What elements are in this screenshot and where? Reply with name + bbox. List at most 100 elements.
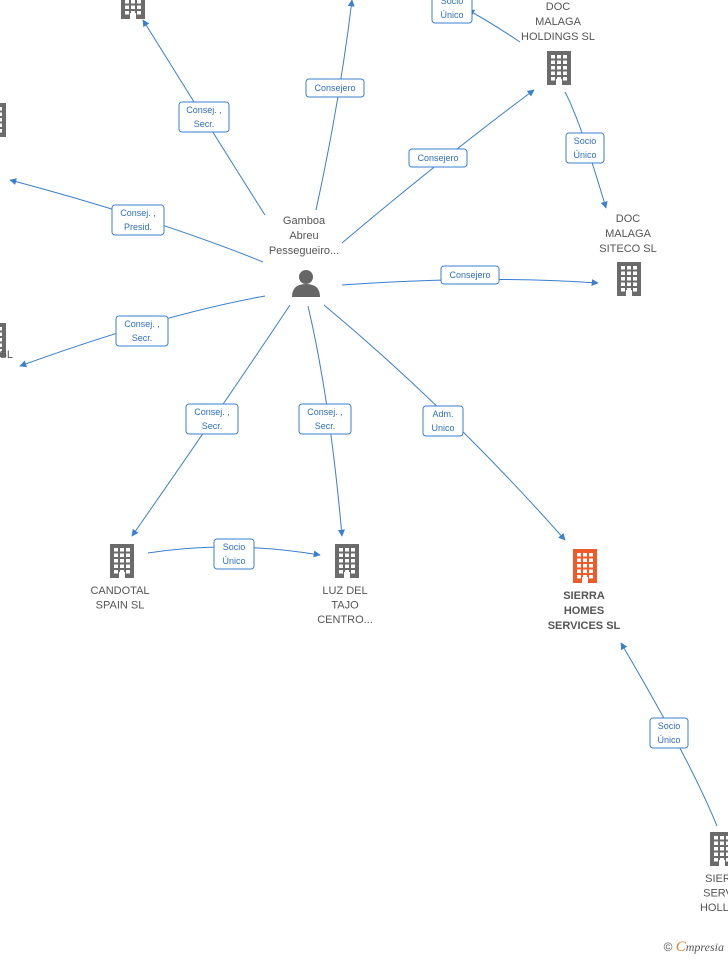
- edge-label-text: Consejero: [417, 153, 458, 163]
- edge-label-text: Adm.: [432, 409, 453, 419]
- edge-label-e1[interactable]: Consej. , Secr.: [178, 101, 230, 133]
- edge-label-text: Presid.: [124, 222, 152, 232]
- node-sierra_holland[interactable]: SIER SERV HOLLA: [700, 832, 728, 914]
- node-candotal[interactable]: CANDOTAL SPAIN SL: [90, 544, 150, 612]
- edge-label-text: Consej. ,: [186, 105, 222, 115]
- edge-e1: [142, 19, 266, 216]
- edge-label-text: Único: [573, 150, 596, 160]
- edge-label-text: Socio: [441, 0, 464, 6]
- node-label: MALAGA: [605, 228, 652, 240]
- building-icon: [110, 544, 134, 578]
- edge-label-text: Socio: [658, 721, 681, 731]
- edge-label-e11[interactable]: Adm. Unico: [422, 405, 464, 437]
- node-label: HOMES: [564, 605, 604, 617]
- node-label: SIERRA: [563, 590, 605, 602]
- edge-label-box: [422, 405, 464, 437]
- node-luz[interactable]: LUZ DEL TAJO CENTRO...: [317, 544, 373, 626]
- node-label: Pessegueiro...: [269, 245, 339, 257]
- edge-label-text: Consej. ,: [194, 407, 230, 417]
- edge-e3: [467, 9, 521, 43]
- edge-label-text: Consejero: [314, 83, 355, 93]
- brand-name: mpresia: [685, 940, 724, 954]
- edge-label-e6[interactable]: Consej. , Presid.: [111, 204, 165, 236]
- node-label: SERVICES SL: [548, 620, 621, 632]
- edge-labels-layer: Consej. ,Secr.ConsejeroSocioÚnicoConseje…: [111, 0, 689, 749]
- edge-label-e9[interactable]: Consej. , Secr.: [185, 403, 239, 435]
- edge-label-box: [305, 78, 365, 98]
- edge-label-text: Secr.: [202, 421, 223, 431]
- edge-label-box: [115, 315, 169, 347]
- node-label: HOLLA: [700, 902, 728, 914]
- building-icon: [0, 103, 6, 137]
- building-icon: [573, 549, 597, 583]
- edge-label-text: Único: [440, 10, 463, 20]
- edge-label-box: [213, 538, 255, 570]
- node-label: DOC: [546, 1, 571, 13]
- node-label: HOLDINGS SL: [521, 31, 595, 43]
- node-label: Abreu: [289, 230, 318, 242]
- building-icon: [121, 0, 145, 19]
- edge-label-e4[interactable]: Consejero: [408, 148, 468, 168]
- node-doc_holdings[interactable]: DOC MALAGA HOLDINGS SL: [521, 1, 595, 85]
- edge-label-text: Consejero: [449, 270, 490, 280]
- edge-label-box: [298, 403, 352, 435]
- edge-label-text: Secr.: [315, 421, 336, 431]
- edge-label-box: [178, 101, 230, 133]
- edge-label-text: Único: [657, 735, 680, 745]
- node-doc_siteco[interactable]: DOC MALAGA SITECO SL: [599, 213, 657, 296]
- building-icon: [547, 51, 571, 85]
- edges-layer: [9, 0, 718, 827]
- node-label: CANDOTAL: [90, 585, 149, 597]
- building-icon: [0, 323, 6, 357]
- edge-label-e2[interactable]: Consejero: [305, 78, 365, 98]
- node-sierra[interactable]: SIERRA HOMES SERVICES SL: [548, 549, 621, 632]
- copyright-symbol: ©: [663, 940, 673, 954]
- edge-label-box: [431, 0, 473, 24]
- edge-label-text: Único: [222, 556, 245, 566]
- edge-label-e10[interactable]: Consej. , Secr.: [298, 403, 352, 435]
- edge-label-box: [185, 403, 239, 435]
- node-label: CENTRO...: [317, 614, 373, 626]
- edge-label-text: Socio: [574, 136, 597, 146]
- node-person[interactable]: GamboaAbreuPessegueiro...: [269, 215, 339, 297]
- edge-label-box: [649, 717, 689, 749]
- brand-initial: C: [675, 939, 686, 955]
- edge-label-text: Secr.: [132, 333, 153, 343]
- node-label: Gamboa: [283, 215, 326, 227]
- edge-label-box: [565, 132, 605, 164]
- empresia-watermark[interactable]: © Cmpresia: [664, 939, 724, 956]
- node-label: SITECO SL: [599, 243, 656, 255]
- edge-label-box: [440, 265, 500, 285]
- node-label: SL: [0, 349, 13, 361]
- building-icon: [710, 832, 728, 866]
- edge-label-text: Consej. ,: [307, 407, 343, 417]
- node-label: LUZ DEL: [322, 585, 367, 597]
- node-label: SERV: [703, 888, 728, 900]
- building-icon: [335, 544, 359, 578]
- node-label: SIER: [705, 873, 728, 885]
- edge-label-text: Consej. ,: [120, 208, 156, 218]
- node-top_left[interactable]: [121, 0, 145, 19]
- node-left_b[interactable]: SL: [0, 323, 13, 361]
- edge-label-text: Unico: [431, 423, 454, 433]
- person-icon: [292, 270, 320, 297]
- node-label: DOC: [616, 213, 641, 225]
- edge-label-box: [408, 148, 468, 168]
- node-left_a[interactable]: A...: [0, 101, 6, 142]
- edge-label-box: [111, 204, 165, 236]
- edge-label-text: Socio: [223, 542, 246, 552]
- edge-label-e8[interactable]: Consej. , Secr.: [115, 315, 169, 347]
- edge-label-text: Consej. ,: [124, 319, 160, 329]
- edge-e2: [315, 0, 355, 211]
- node-label: TAJO: [331, 600, 359, 612]
- node-label: SPAIN SL: [96, 600, 145, 612]
- edge-label-text: Secr.: [194, 119, 215, 129]
- node-label: MALAGA: [535, 16, 582, 28]
- edge-label-e7[interactable]: Consejero: [440, 265, 500, 285]
